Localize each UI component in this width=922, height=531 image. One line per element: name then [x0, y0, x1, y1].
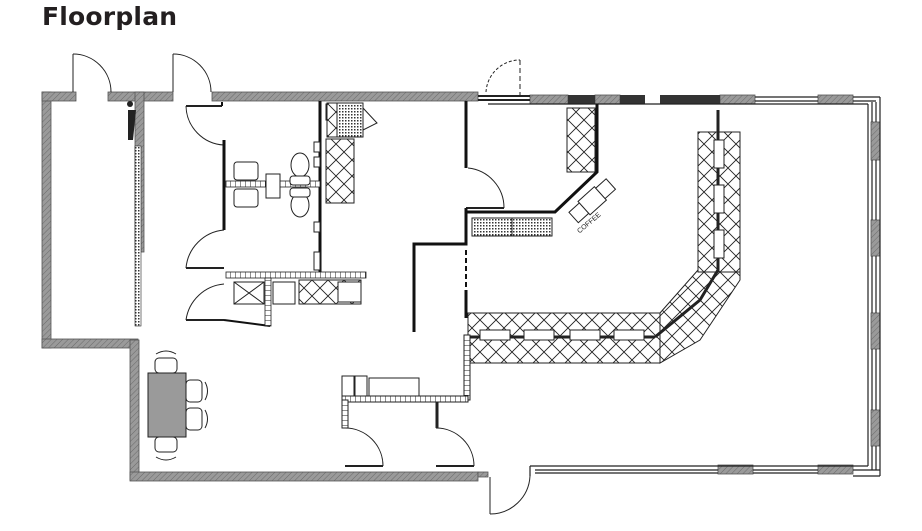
top-windows — [478, 95, 720, 104]
back-bar — [471, 107, 617, 237]
sink — [233, 161, 259, 181]
vestibule-glass-wall — [134, 145, 142, 327]
toilet — [290, 152, 310, 178]
restroom-fixtures — [233, 103, 333, 271]
kitchen-counter-ladder — [225, 271, 367, 279]
dining-table — [147, 350, 208, 461]
sink — [233, 188, 259, 208]
doors — [72, 53, 531, 515]
kitchen-equipment — [233, 102, 378, 305]
storage-area — [341, 375, 469, 429]
page-title: Floorplan — [42, 2, 178, 31]
interior-walls — [221, 101, 599, 332]
right-windows — [488, 96, 881, 477]
bar-counter — [463, 110, 741, 401]
